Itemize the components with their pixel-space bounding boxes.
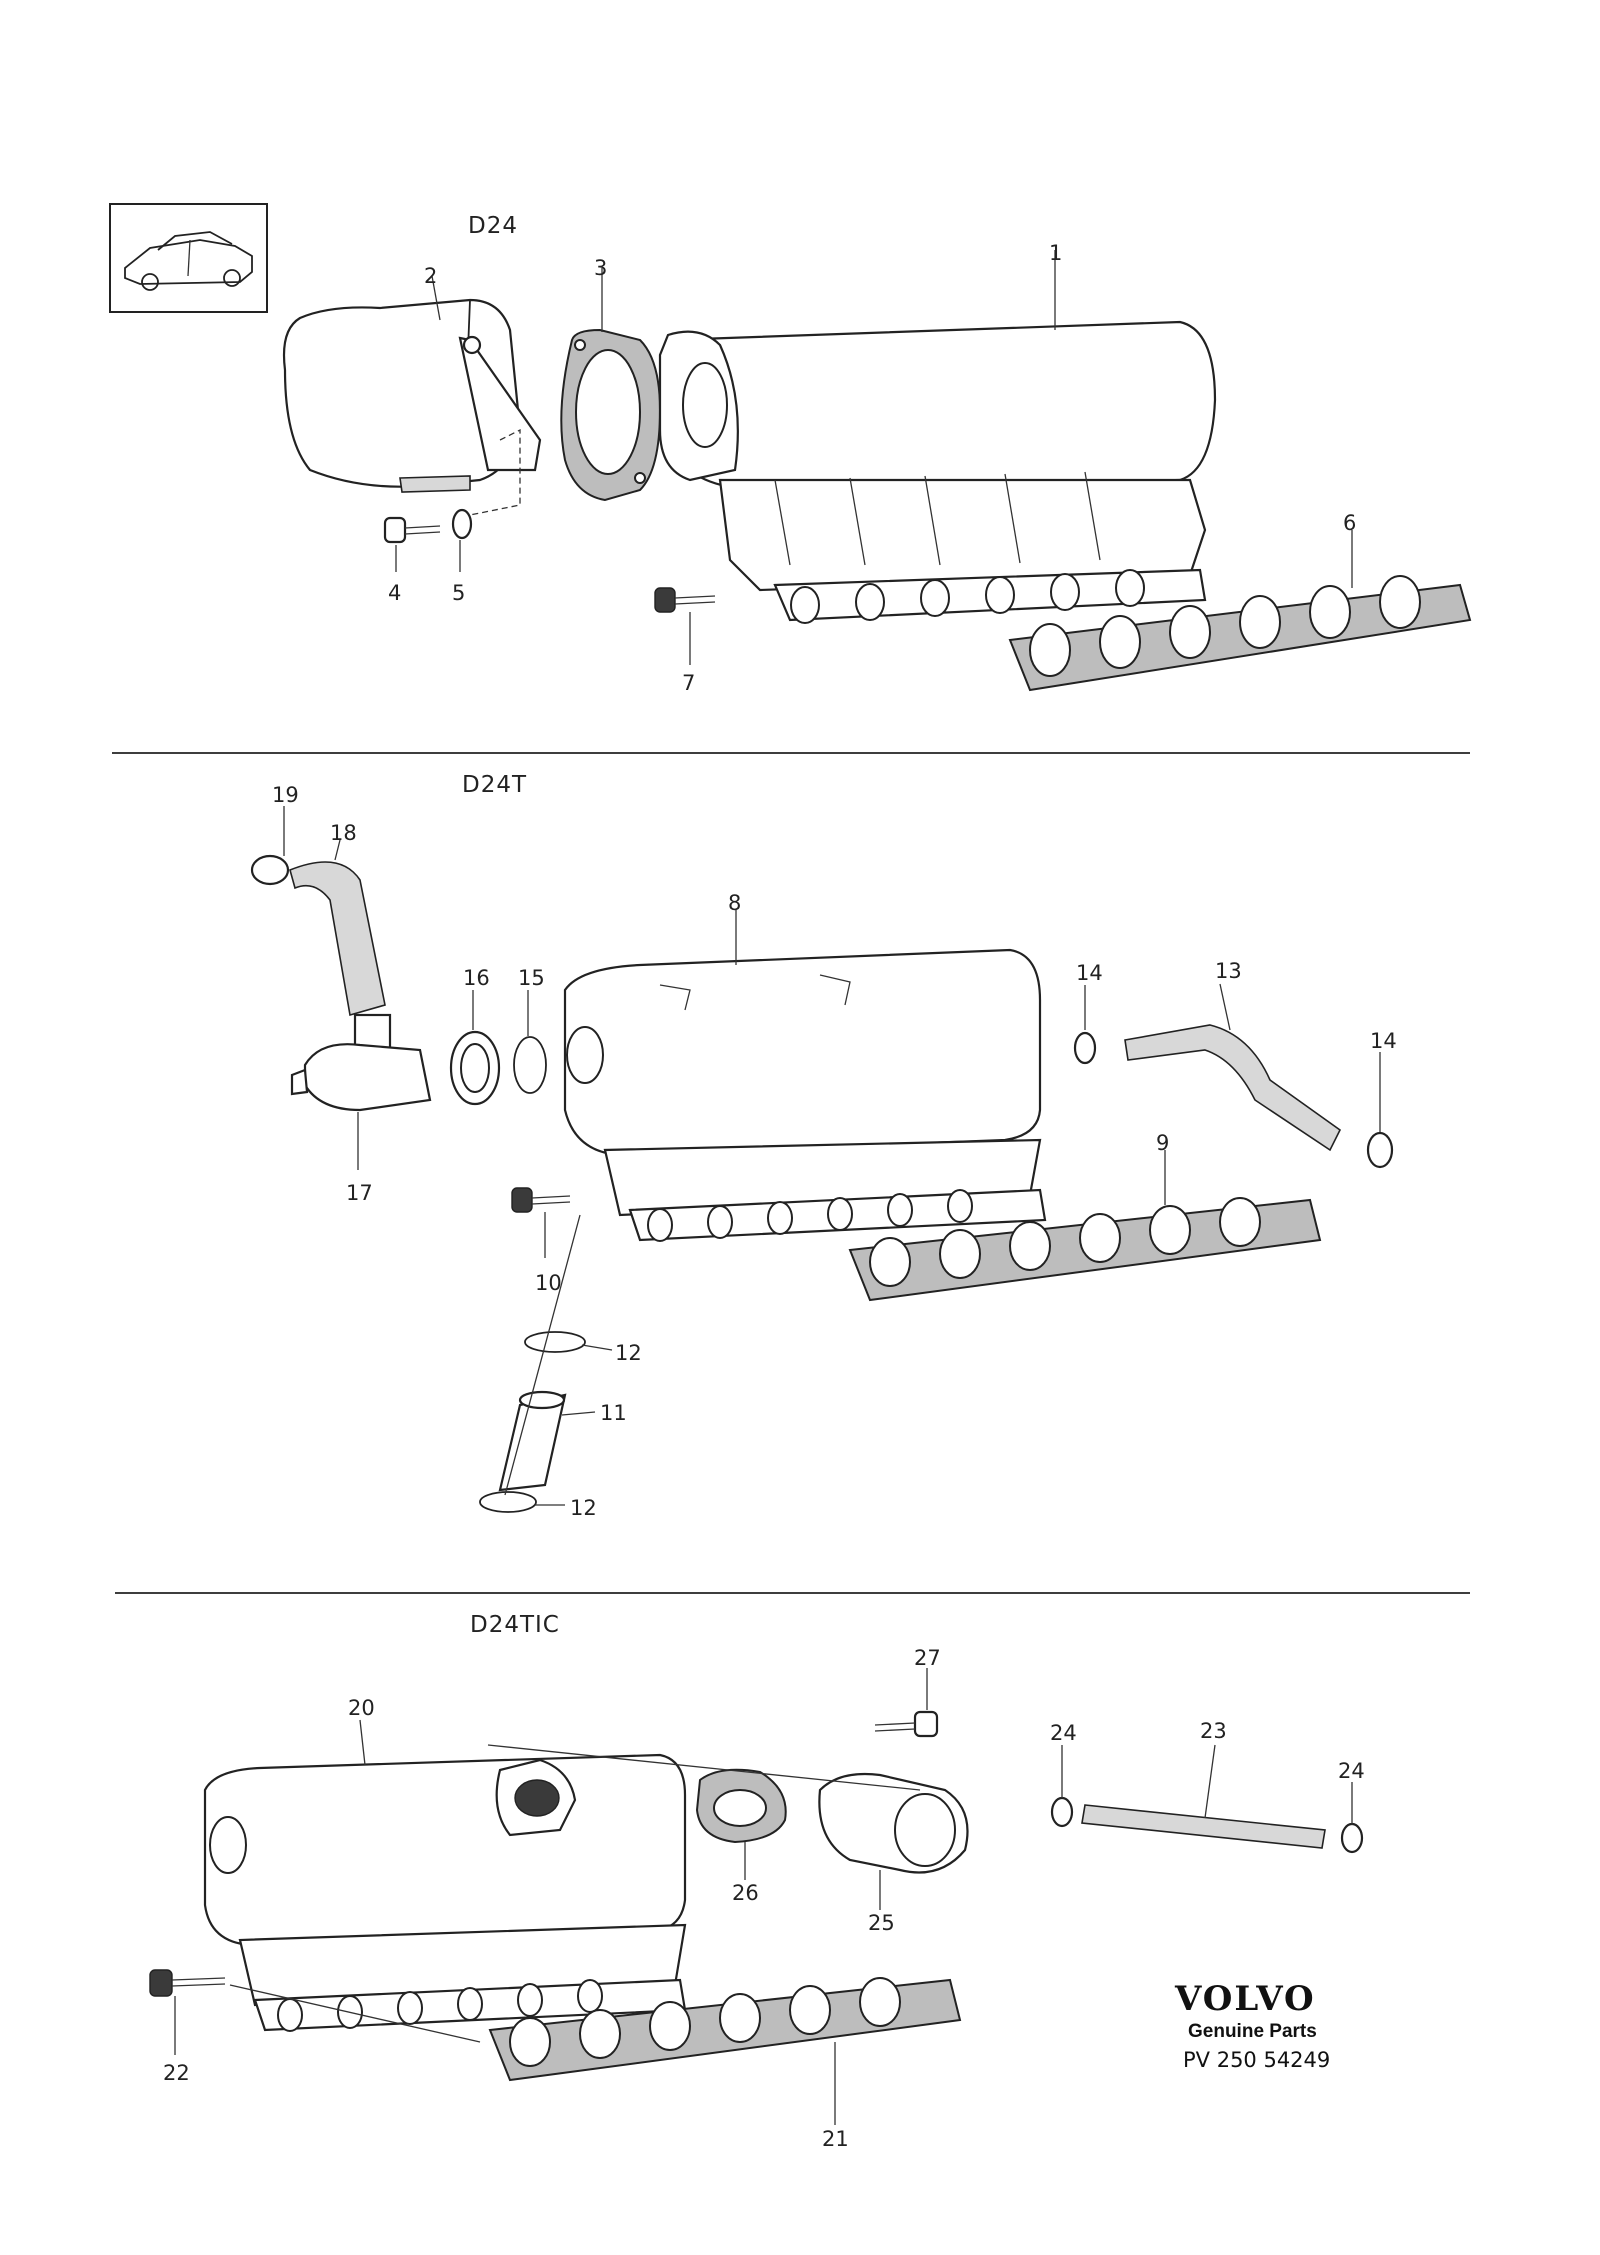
svg-text:16: 16 xyxy=(463,966,490,990)
part-2-intake-elbow xyxy=(282,298,542,493)
part-21-manifold-gasket xyxy=(488,1977,962,2082)
part-17-valve xyxy=(290,1013,432,1112)
section-title-d24: D24 xyxy=(468,213,518,239)
leader-lines-d24tic xyxy=(174,1668,1353,2125)
svg-text:1: 1 xyxy=(1049,241,1062,265)
part-20-intake-manifold xyxy=(203,1753,687,2032)
svg-text:14: 14 xyxy=(1370,1029,1397,1053)
part-6-manifold-gasket xyxy=(1008,575,1472,692)
part-catalog-code: PV 250 54249 xyxy=(1183,2048,1330,2072)
brand-block: VOLVO Genuine Parts PV 250 54249 xyxy=(1174,1979,1330,2072)
part-9-manifold-gasket xyxy=(848,1197,1322,1302)
svg-text:21: 21 xyxy=(822,2127,849,2151)
svg-text:7: 7 xyxy=(682,671,695,695)
part-26-flange-gasket xyxy=(695,1768,787,1844)
svg-text:26: 26 xyxy=(732,1881,759,1905)
svg-text:14: 14 xyxy=(1076,961,1103,985)
part-24-hose-clamp-b xyxy=(1340,1822,1364,1854)
svg-text:12: 12 xyxy=(570,1496,597,1520)
part-8-intake-manifold xyxy=(563,948,1047,1242)
part-14-hose-clamp-a xyxy=(1073,1031,1097,1065)
svg-text:18: 18 xyxy=(330,821,357,845)
svg-text:2: 2 xyxy=(424,264,437,288)
svg-text:11: 11 xyxy=(600,1401,627,1425)
section-title-d24t: D24T xyxy=(462,772,527,798)
svg-text:25: 25 xyxy=(868,1911,895,1935)
brand-tagline: Genuine Parts xyxy=(1188,2021,1317,2042)
leader-lines-d24 xyxy=(395,250,1353,665)
car-sedan-icon xyxy=(109,203,268,313)
part-19-clamp xyxy=(250,854,290,886)
svg-text:27: 27 xyxy=(914,1646,941,1670)
callout-labels-d24t: 8 9 10 11 12 12 13 14 14 15 16 17 18 19 xyxy=(272,783,1397,1520)
svg-text:10: 10 xyxy=(535,1271,562,1295)
svg-text:15: 15 xyxy=(518,966,545,990)
part-22-bolt xyxy=(149,1969,226,1997)
part-12-o-ring-a xyxy=(524,1331,586,1353)
part-15-o-ring xyxy=(513,1036,547,1094)
svg-text:4: 4 xyxy=(388,581,401,605)
svg-text:24: 24 xyxy=(1050,1721,1077,1745)
part-27-bolt xyxy=(874,1710,939,1738)
svg-text:22: 22 xyxy=(163,2061,190,2085)
part-14-hose-clamp-b xyxy=(1366,1131,1394,1169)
section-title-d24tic: D24TIC xyxy=(470,1612,560,1638)
svg-text:5: 5 xyxy=(452,581,465,605)
part-10-bolt xyxy=(511,1187,571,1213)
part-4-bolt xyxy=(383,516,441,544)
part-5-washer xyxy=(451,508,473,540)
part-3-flange-gasket xyxy=(560,328,662,502)
part-23-hose xyxy=(1081,1804,1326,1849)
leader-lines-d24t xyxy=(283,806,1381,1506)
svg-text:17: 17 xyxy=(346,1181,373,1205)
svg-text:20: 20 xyxy=(348,1696,375,1720)
part-16-clamp-ring xyxy=(449,1030,501,1106)
svg-text:3: 3 xyxy=(594,256,607,280)
brand-logo: VOLVO xyxy=(1174,1979,1316,2019)
callout-labels-d24tic: 20 21 22 23 24 24 25 26 27 xyxy=(163,1646,1365,2151)
part-7-bolt xyxy=(654,587,716,613)
svg-text:8: 8 xyxy=(728,891,741,915)
svg-text:13: 13 xyxy=(1215,959,1242,983)
part-25-intake-elbow xyxy=(818,1772,969,1874)
part-18-hose xyxy=(289,861,386,1017)
part-12-o-ring-b xyxy=(479,1491,537,1513)
svg-text:24: 24 xyxy=(1338,1759,1365,1783)
part-24-hose-clamp-a xyxy=(1050,1796,1074,1828)
callout-labels-d24: 1 2 3 4 5 6 7 xyxy=(388,241,1356,695)
svg-text:6: 6 xyxy=(1343,511,1356,535)
svg-text:23: 23 xyxy=(1200,1719,1227,1743)
svg-text:19: 19 xyxy=(272,783,299,807)
svg-text:12: 12 xyxy=(615,1341,642,1365)
part-1-intake-manifold xyxy=(658,320,1217,624)
svg-text:9: 9 xyxy=(1156,1131,1169,1155)
part-13-hose xyxy=(1124,1024,1342,1152)
